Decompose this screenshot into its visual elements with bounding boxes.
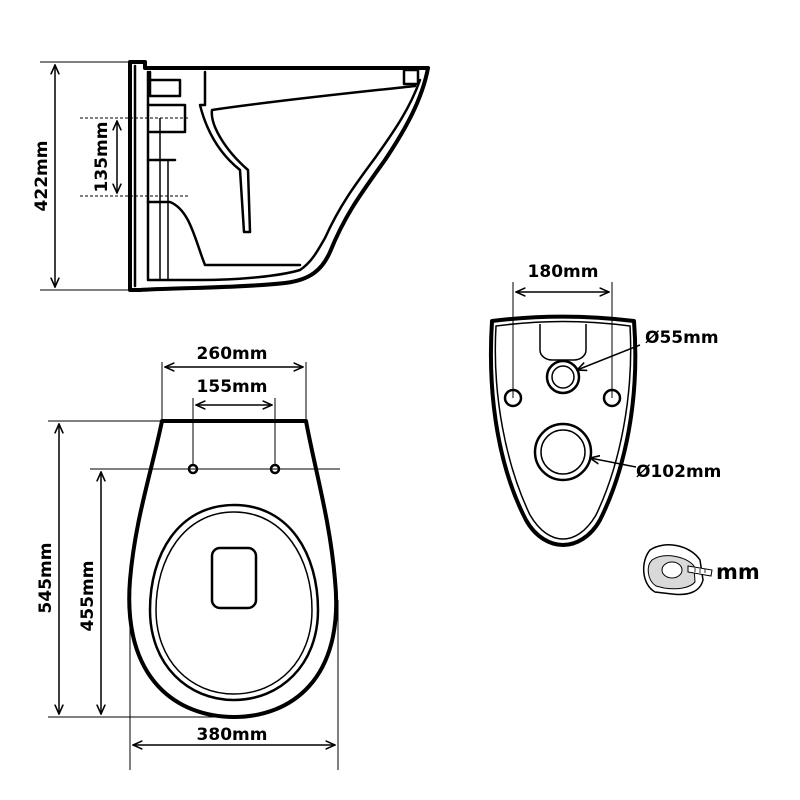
unit-badge: mm [643,544,760,596]
inner-width-dimension-label: 155mm [197,377,268,397]
flush-range-dimension-label: 135mm [92,122,112,193]
hole-spacing-dimension-label: 180mm [528,262,599,282]
height-dimension-label: 422mm [32,141,52,212]
outlet-hole [533,422,593,482]
side-view: 422mm 135mm [32,60,430,292]
unit-label: mm [716,560,760,584]
bowl-width-dimension-label: 380mm [197,725,268,745]
hole-length-dimension-label: 455mm [78,561,98,632]
tape-measure-icon [643,544,713,596]
outer-width-dimension-label: 260mm [197,344,268,364]
outlet-leader-line [590,458,637,468]
back-view: 180mm Ø55mm Ø102mm [488,262,721,547]
outlet-diameter-label: Ø102mm [636,462,721,482]
inlet-leader-line [577,344,641,370]
top-view: 260mm 155mm 545mm 455mm 380mm [36,344,340,770]
back-view-outline [488,314,638,547]
side-view-outline [128,60,430,292]
length-dimension-label: 545mm [36,543,56,614]
inlet-diameter-label: Ø55mm [645,328,719,348]
inlet-hole [545,359,581,395]
top-view-outline [127,419,339,719]
